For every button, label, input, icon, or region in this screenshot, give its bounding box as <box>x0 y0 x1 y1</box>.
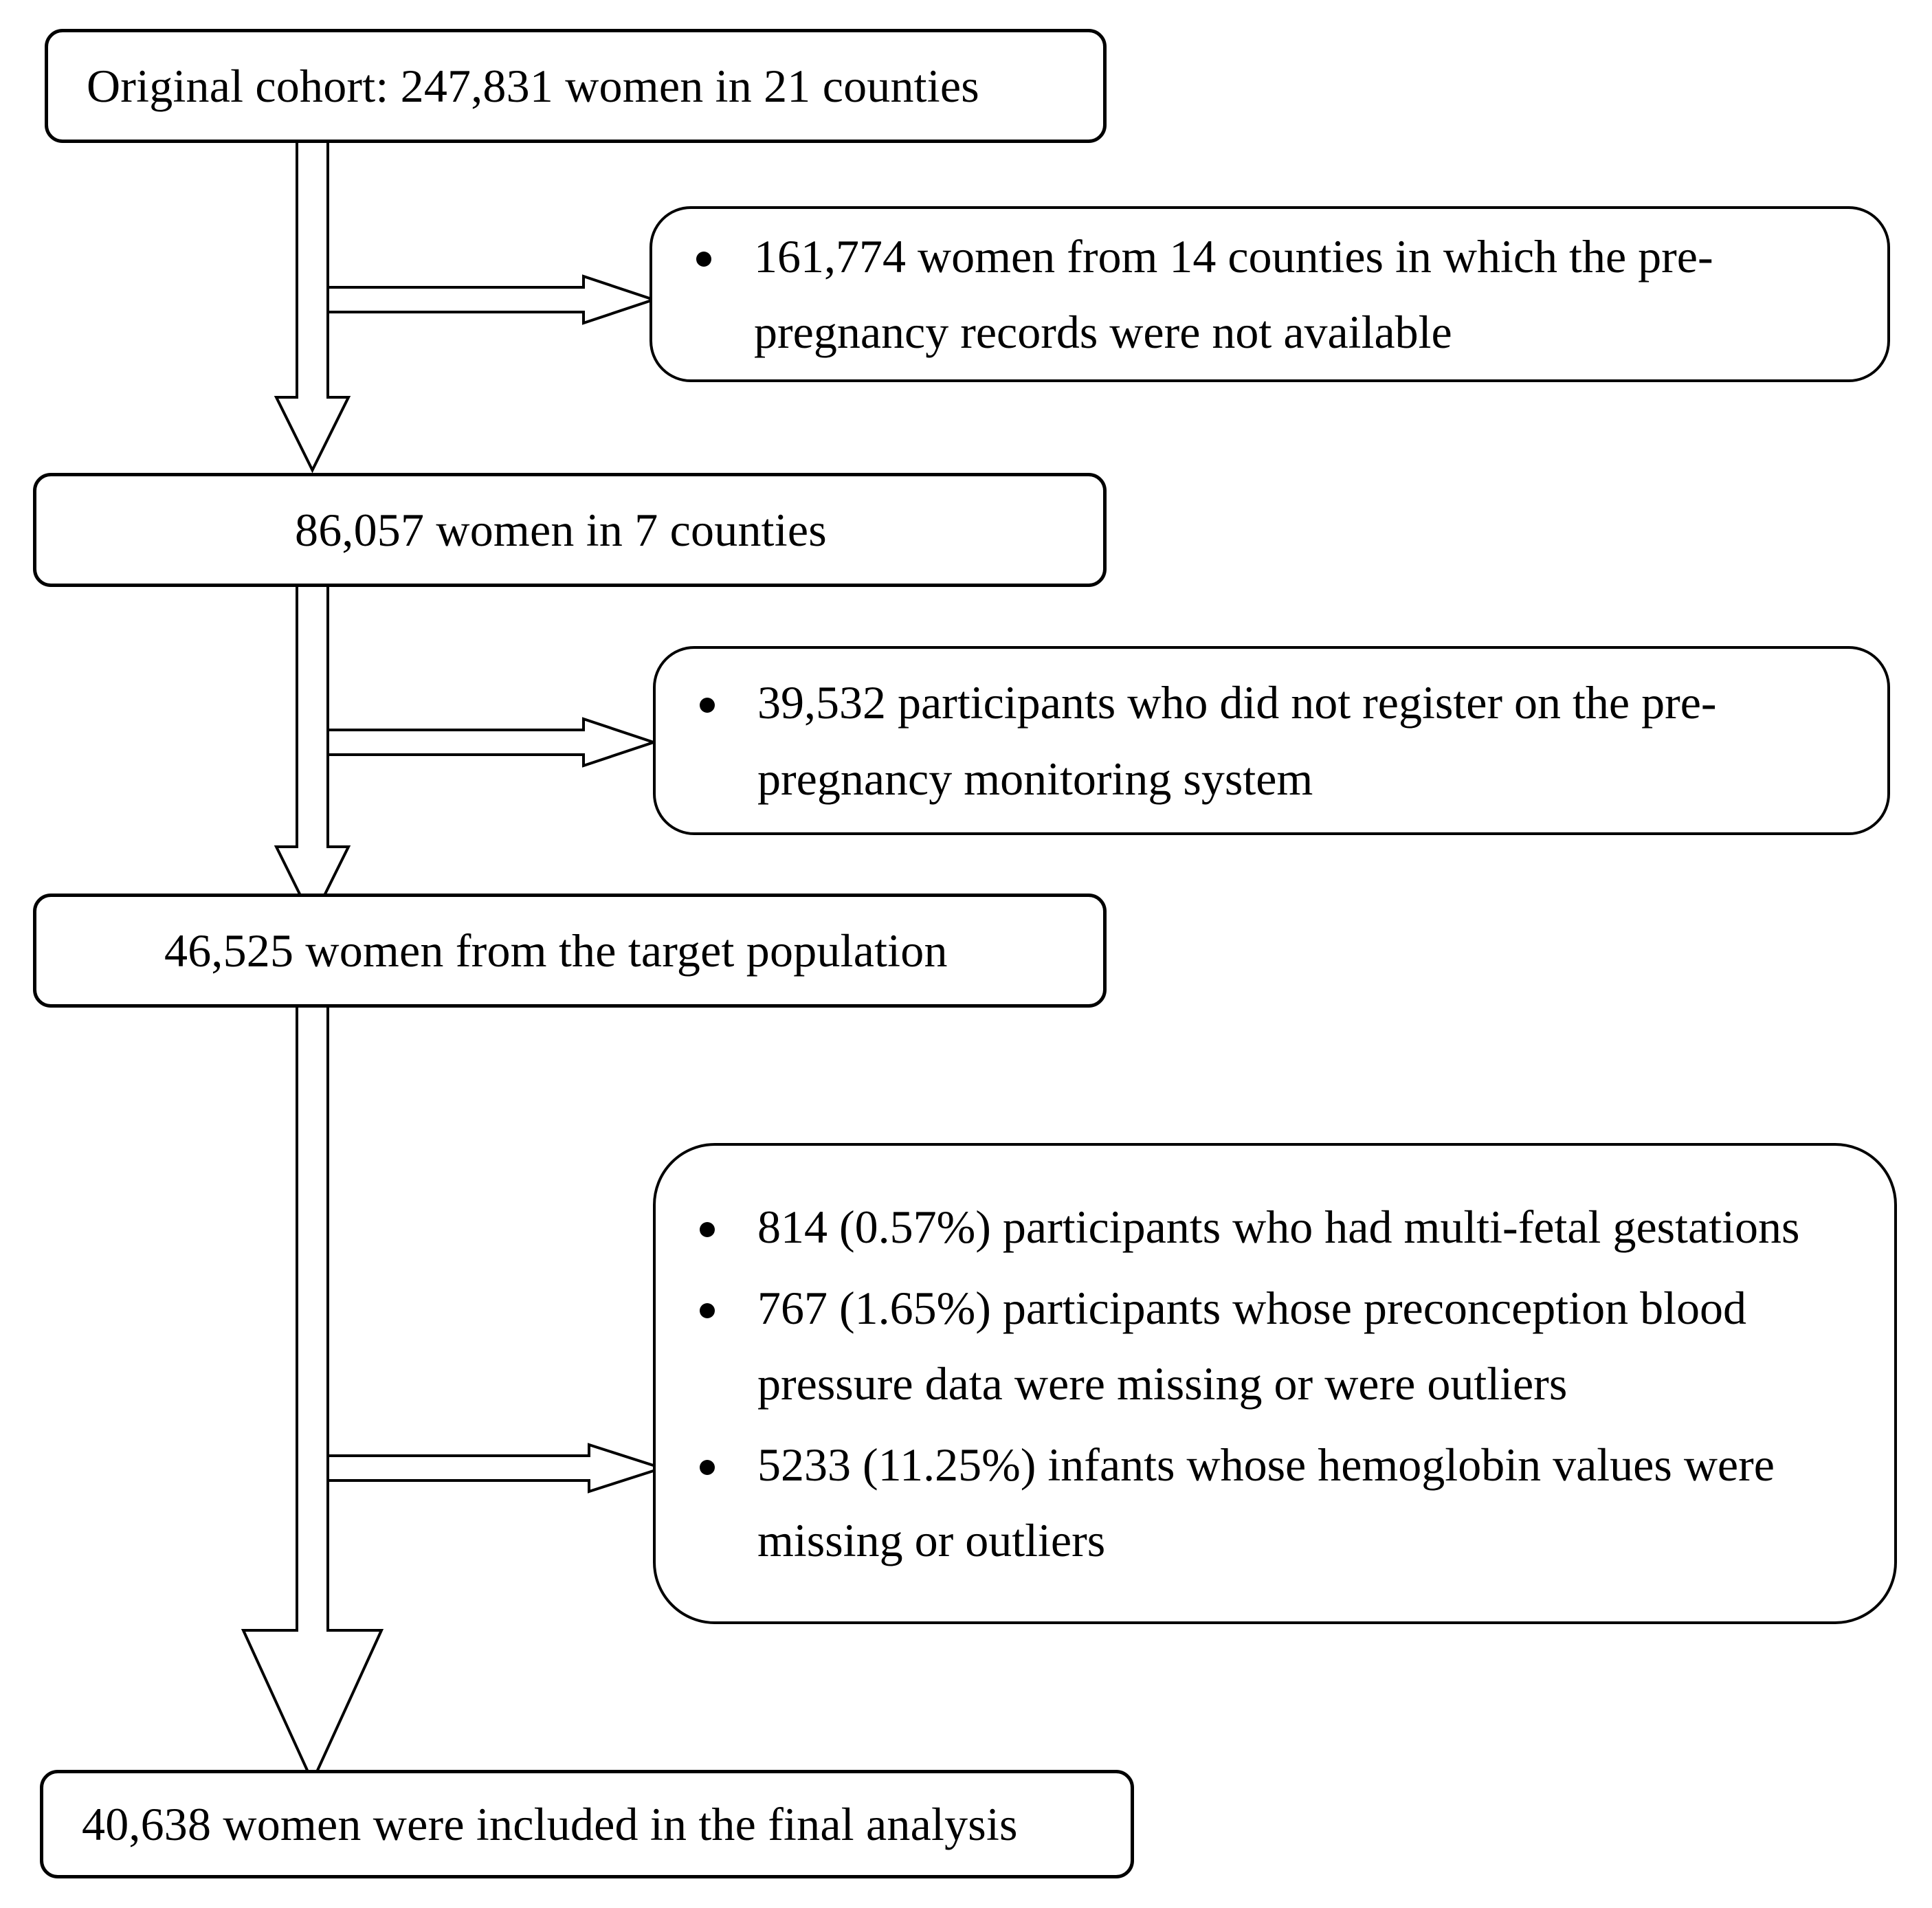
node-final-analysis: 40,638 women were included in the final … <box>40 1770 1134 1878</box>
list-item: 5233 (11.25%) infants whose hemoglobin v… <box>656 1427 1894 1578</box>
node-final-analysis-label: 40,638 women were included in the final … <box>82 1797 1018 1850</box>
exclusion-arrow-1 <box>326 274 658 325</box>
exclusion-1-bullet-0: 161,774 women from 14 counties in which … <box>754 230 1713 358</box>
exclusion-3-bullet-0: 814 (0.57%) participants who had multi-f… <box>757 1200 1800 1253</box>
node-after-county-exclusion-label: 86,057 women in 7 counties <box>295 503 827 556</box>
exclusion-arrow-2 <box>326 717 658 768</box>
bullet-dot-icon <box>696 251 711 267</box>
list-item: 767 (1.65%) participants whose preconcep… <box>656 1270 1894 1421</box>
exclusion-box-1: 161,774 women from 14 counties in which … <box>649 206 1890 382</box>
exclusion-box-2: 39,532 participants who did not register… <box>653 646 1890 835</box>
exclusion-3-bullet-list: 814 (0.57%) participants who had multi-f… <box>656 1189 1894 1579</box>
node-after-county-exclusion: 86,057 women in 7 counties <box>33 473 1107 587</box>
flow-arrow-3 <box>241 1005 384 1785</box>
flow-arrow-1 <box>274 140 351 474</box>
exclusion-3-bullet-2: 5233 (11.25%) infants whose hemoglobin v… <box>757 1439 1775 1567</box>
exclusion-arrow-3 <box>326 1443 667 1494</box>
list-item: 39,532 participants who did not register… <box>656 665 1887 816</box>
bullet-dot-icon <box>700 698 715 713</box>
node-target-population: 46,525 women from the target population <box>33 894 1107 1008</box>
exclusion-2-bullet-0: 39,532 participants who did not register… <box>757 676 1717 805</box>
exclusion-2-bullet-list: 39,532 participants who did not register… <box>656 665 1887 816</box>
flow-arrow-2 <box>274 584 351 923</box>
bullet-dot-icon <box>700 1460 715 1476</box>
list-item: 814 (0.57%) participants who had multi-f… <box>656 1189 1894 1265</box>
exclusion-box-3: 814 (0.57%) participants who had multi-f… <box>653 1143 1897 1624</box>
bullet-dot-icon <box>700 1302 715 1318</box>
bullet-dot-icon <box>700 1221 715 1237</box>
node-original-cohort: Original cohort: 247,831 women in 21 cou… <box>45 29 1107 143</box>
node-target-population-label: 46,525 women from the target population <box>164 924 948 977</box>
list-item: 161,774 women from 14 counties in which … <box>652 219 1887 370</box>
node-original-cohort-label: Original cohort: 247,831 women in 21 cou… <box>87 59 979 112</box>
exclusion-3-bullet-1: 767 (1.65%) participants whose preconcep… <box>757 1281 1746 1410</box>
exclusion-1-bullet-list: 161,774 women from 14 counties in which … <box>652 219 1887 370</box>
